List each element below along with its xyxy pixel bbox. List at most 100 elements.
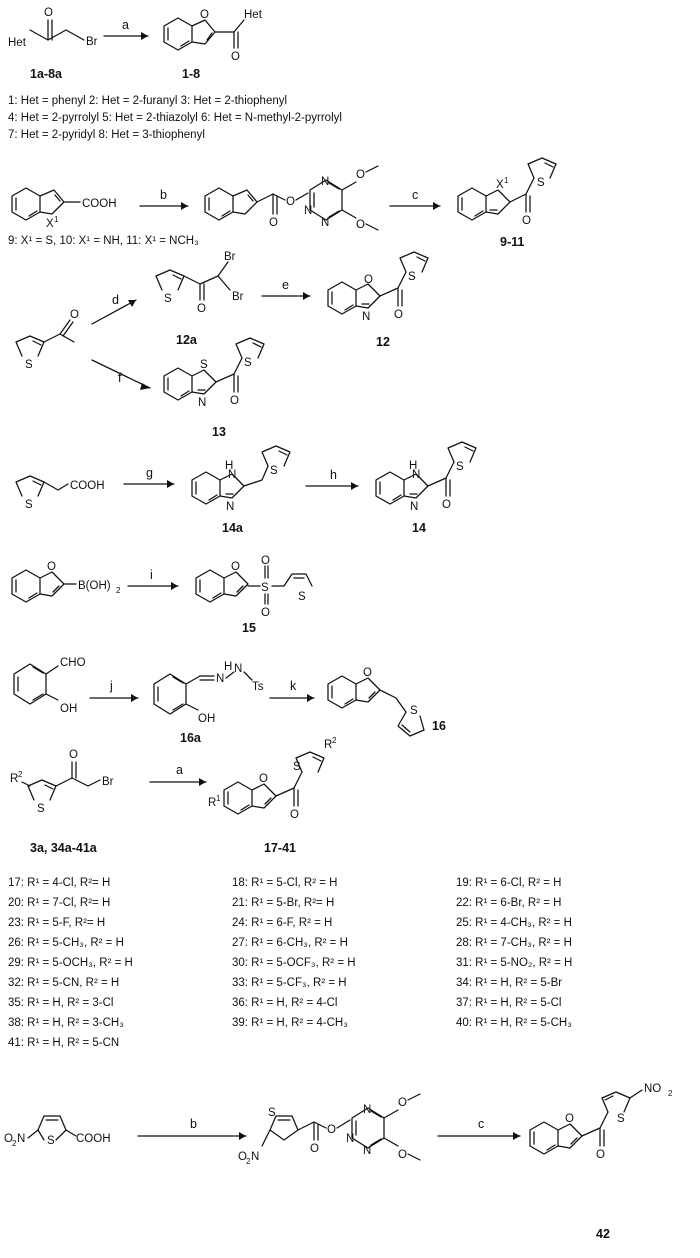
atom-o: O: [230, 395, 239, 407]
structure-17-41: R 1 O O S R 2: [208, 736, 337, 821]
atom-n: N: [363, 1104, 371, 1116]
atom-o: O: [596, 1149, 605, 1161]
reagent-h: h: [330, 468, 337, 482]
atom-o: O: [442, 499, 451, 511]
definition-row: 35: R¹ = H, R² = 3-Cl 36: R¹ = H, R² = 4…: [8, 997, 561, 1009]
svg-text:2: 2: [116, 586, 121, 595]
reagent-a: a: [122, 18, 129, 32]
atom-o: O: [261, 555, 270, 567]
reagent-k: k: [290, 679, 297, 693]
svg-text:37: R¹ = H, R² = 5-Cl: 37: R¹ = H, R² = 5-Cl: [456, 997, 561, 1009]
atom-het: Het: [8, 37, 27, 49]
atom-cooh: COOH: [70, 480, 105, 492]
atom-o: O: [70, 309, 79, 321]
scheme-row-6: CHO OH j N H N Ts OH k: [13, 657, 446, 745]
atom-no2: NO: [644, 1083, 661, 1095]
definition-row: 20: R¹ = 7-Cl, R²= H 21: R¹ = 5-Br, R²= …: [8, 897, 561, 909]
atom-n: N: [234, 663, 242, 675]
svg-text:35: R¹ = H, R² = 3-Cl: 35: R¹ = H, R² = 3-Cl: [8, 997, 113, 1009]
structure-14a: H N N S: [191, 445, 291, 513]
svg-text:24: R¹ = 6-F, R² = H: 24: R¹ = 6-F, R² = H: [232, 917, 332, 929]
atom-o: O: [565, 1113, 574, 1125]
atom-x1: X: [46, 218, 54, 230]
atom-o: O: [394, 309, 403, 321]
svg-text:25: R¹ = 4-CH₃, R² = H: 25: R¹ = 4-CH₃, R² = H: [456, 917, 572, 929]
structure-1-8: O O Het: [163, 9, 263, 63]
structure-13: S N O S: [163, 337, 265, 409]
atom-s: S: [164, 293, 172, 305]
structure-nitro-active-ester: S O 2 N O O N N N O O: [238, 1093, 421, 1166]
atom-cooh: COOH: [76, 1133, 111, 1145]
svg-text:2: 2: [18, 770, 23, 779]
atom-n: N: [228, 469, 236, 481]
structure-14: H N N O S: [375, 441, 477, 513]
atom-boh2: B(OH): [78, 580, 111, 592]
atom-s: S: [244, 357, 252, 369]
atom-br: Br: [102, 776, 114, 788]
reagent-g: g: [146, 466, 153, 480]
structure-acid-9-11: COOH X 1: [11, 187, 117, 230]
structure-3a-34a-41a: R 2 S O Br: [10, 749, 114, 815]
atom-ts: Ts: [252, 681, 264, 693]
reagent-f: f: [118, 371, 122, 385]
svg-text:23: R¹ = 5-F, R²= H: 23: R¹ = 5-F, R²= H: [8, 917, 105, 929]
atom-o: O: [310, 1143, 319, 1155]
definition-row: 41: R¹ = H, R² = 5-CN: [8, 1037, 119, 1049]
atom-cho: CHO: [60, 657, 86, 669]
compound-label-1a-8a: 1a-8a: [30, 67, 63, 81]
atom-o: O: [69, 749, 78, 761]
compound-label-12: 12: [376, 335, 390, 349]
atom-o: O: [200, 9, 209, 21]
structure-5-nitrothiophene-acid: O 2 N S COOH: [4, 1115, 111, 1148]
definition-table-17-41: 17: R¹ = 4-Cl, R²= H 18: R¹ = 5-Cl, R² =…: [8, 877, 572, 1049]
reagent-i: i: [150, 568, 153, 582]
atom-o: O: [269, 217, 278, 229]
structure-16a: N H N Ts OH: [153, 661, 264, 725]
compound-label-9-11: 9-11: [500, 235, 524, 249]
atom-s: S: [25, 499, 33, 511]
atom-br: Br: [224, 251, 236, 263]
reagent-e: e: [282, 278, 289, 292]
compound-label-15: 15: [242, 621, 256, 635]
atom-n: N: [412, 469, 420, 481]
reagent-c: c: [478, 1117, 484, 1131]
atom-o: O: [231, 561, 240, 573]
atom-o: O: [398, 1149, 407, 1161]
compound-label-14: 14: [412, 521, 426, 535]
definition-line: 4: Het = 2-pyrrolyl 5: Het = 2-thiazolyl…: [8, 112, 342, 124]
atom-oh: OH: [60, 703, 77, 715]
svg-text:20: R¹ = 7-Cl, R²= H: 20: R¹ = 7-Cl, R²= H: [8, 897, 110, 909]
svg-text:1: 1: [504, 176, 509, 185]
structure-42: O O S NO 2: [529, 1083, 673, 1161]
atom-s: S: [537, 177, 545, 189]
reagent-d: d: [112, 293, 119, 307]
atom-o: O: [363, 667, 372, 679]
atom-s: S: [268, 1107, 276, 1119]
svg-text:32: R¹ = 5-CN, R² = H: 32: R¹ = 5-CN, R² = H: [8, 977, 119, 989]
atom-oh: OH: [198, 713, 215, 725]
compound-label-14a: 14a: [222, 521, 244, 535]
definition-row: 32: R¹ = 5-CN, R² = H 33: R¹ = 5-CF₃, R²…: [8, 977, 562, 989]
svg-text:22: R¹ = 6-Br, R² = H: 22: R¹ = 6-Br, R² = H: [456, 897, 561, 909]
atom-o: O: [522, 215, 531, 227]
scheme-row-7: R 2 S O Br a R 1 O O: [10, 736, 337, 855]
atom-o: O: [286, 196, 295, 208]
atom-x1: X: [496, 179, 504, 191]
scheme-row-5: O B(OH) 2 i O S O O S 15: [11, 555, 313, 635]
atom-n: N: [362, 311, 370, 323]
reaction-arrow-f: [91, 359, 151, 389]
compound-label-16a: 16a: [180, 731, 202, 745]
atom-s: S: [408, 271, 416, 283]
structure-15: O S O O S: [195, 555, 313, 619]
svg-text:33: R¹ = 5-CF₃, R² = H: 33: R¹ = 5-CF₃, R² = H: [232, 977, 347, 989]
atom-n: N: [321, 217, 329, 229]
svg-text:1: 1: [216, 794, 221, 803]
atom-o: O: [197, 303, 206, 315]
svg-text:21: R¹ = 5-Br, R²= H: 21: R¹ = 5-Br, R²= H: [232, 897, 334, 909]
atom-nh: H: [409, 460, 417, 472]
reagent-b: b: [160, 188, 167, 202]
svg-text:2: 2: [12, 1139, 17, 1148]
atom-o: O: [327, 1124, 336, 1136]
atom-s: S: [261, 582, 269, 594]
